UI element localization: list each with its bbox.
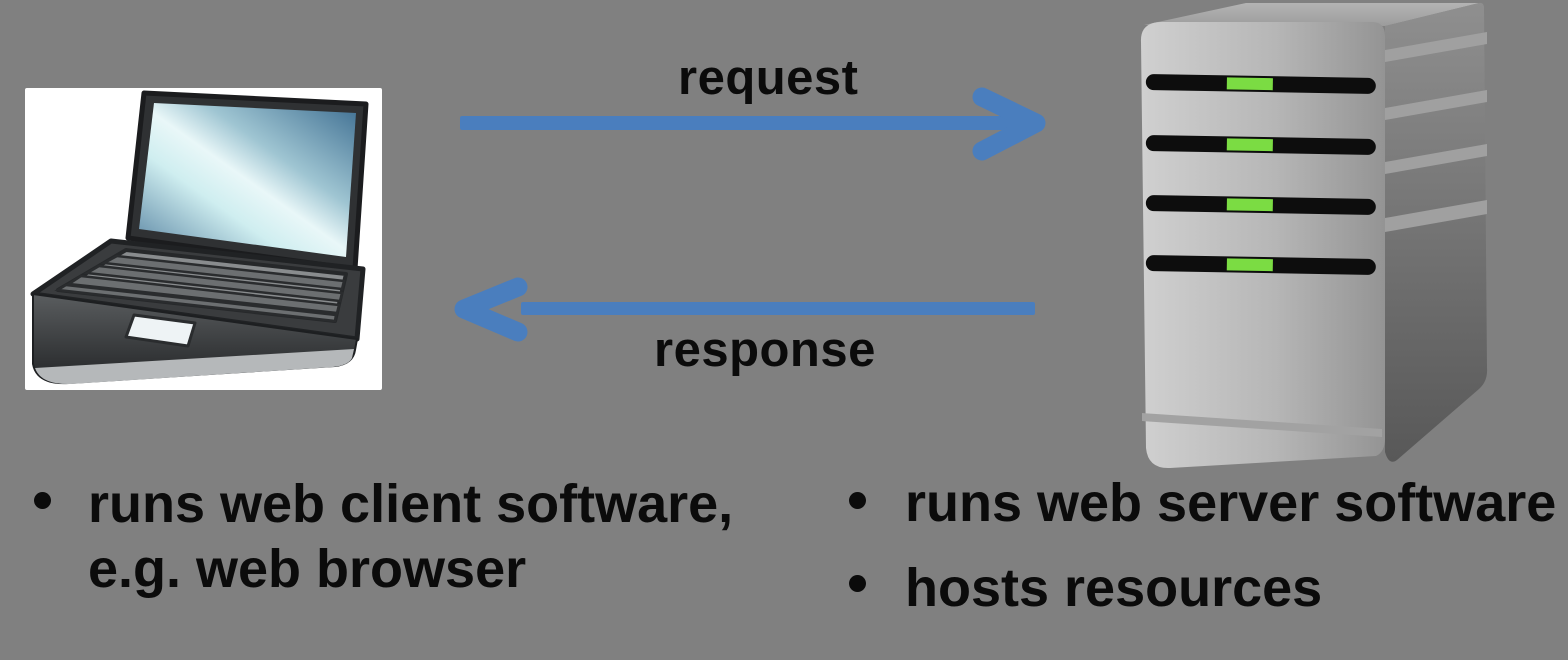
keyboard-row [54, 283, 338, 323]
drive-bay [1145, 195, 1376, 215]
drive-bay [1145, 74, 1376, 94]
client-bullet-text: runs web client software, e.g. web brows… [88, 474, 734, 599]
side-groove [1385, 32, 1487, 62]
led-indicator [1226, 198, 1273, 212]
server-top-face [1144, 3, 1479, 26]
bullet-marker [849, 492, 866, 509]
request-arrow [460, 87, 1046, 161]
laptop-icon [25, 88, 382, 390]
server-side-face [1385, 2, 1488, 462]
side-groove [1385, 144, 1487, 174]
keyboard-row [65, 274, 341, 315]
drive-bay [1145, 255, 1376, 275]
request-arrow-shaft [460, 116, 1022, 130]
led-indicator [1226, 138, 1273, 152]
server-front-face [1140, 22, 1385, 469]
laptop-trackpad [124, 313, 197, 348]
request-label: request [678, 51, 859, 105]
server-bullet-text-1: runs web server software [905, 473, 1557, 533]
server-base-groove [1142, 413, 1382, 437]
keyboard-row [99, 254, 346, 291]
response-arrow [454, 277, 1035, 342]
server-tower-icon [1140, 2, 1488, 469]
side-groove [1385, 90, 1487, 120]
request-arrow-head [972, 87, 1046, 161]
response-arrow-head [454, 277, 528, 342]
led-indicator [1226, 77, 1273, 91]
laptop-screen [139, 103, 356, 257]
side-groove [1385, 200, 1487, 232]
drive-bay [1145, 135, 1376, 155]
keyboard-row [83, 264, 344, 303]
response-arrow-shaft [521, 302, 1035, 315]
laptop-base-edge [35, 349, 354, 385]
bullet-marker [849, 575, 866, 592]
response-label: response [654, 323, 876, 377]
server-bullet-text-2: hosts resources [905, 558, 1323, 618]
led-indicator [1226, 258, 1273, 272]
bullet-marker [34, 492, 51, 509]
